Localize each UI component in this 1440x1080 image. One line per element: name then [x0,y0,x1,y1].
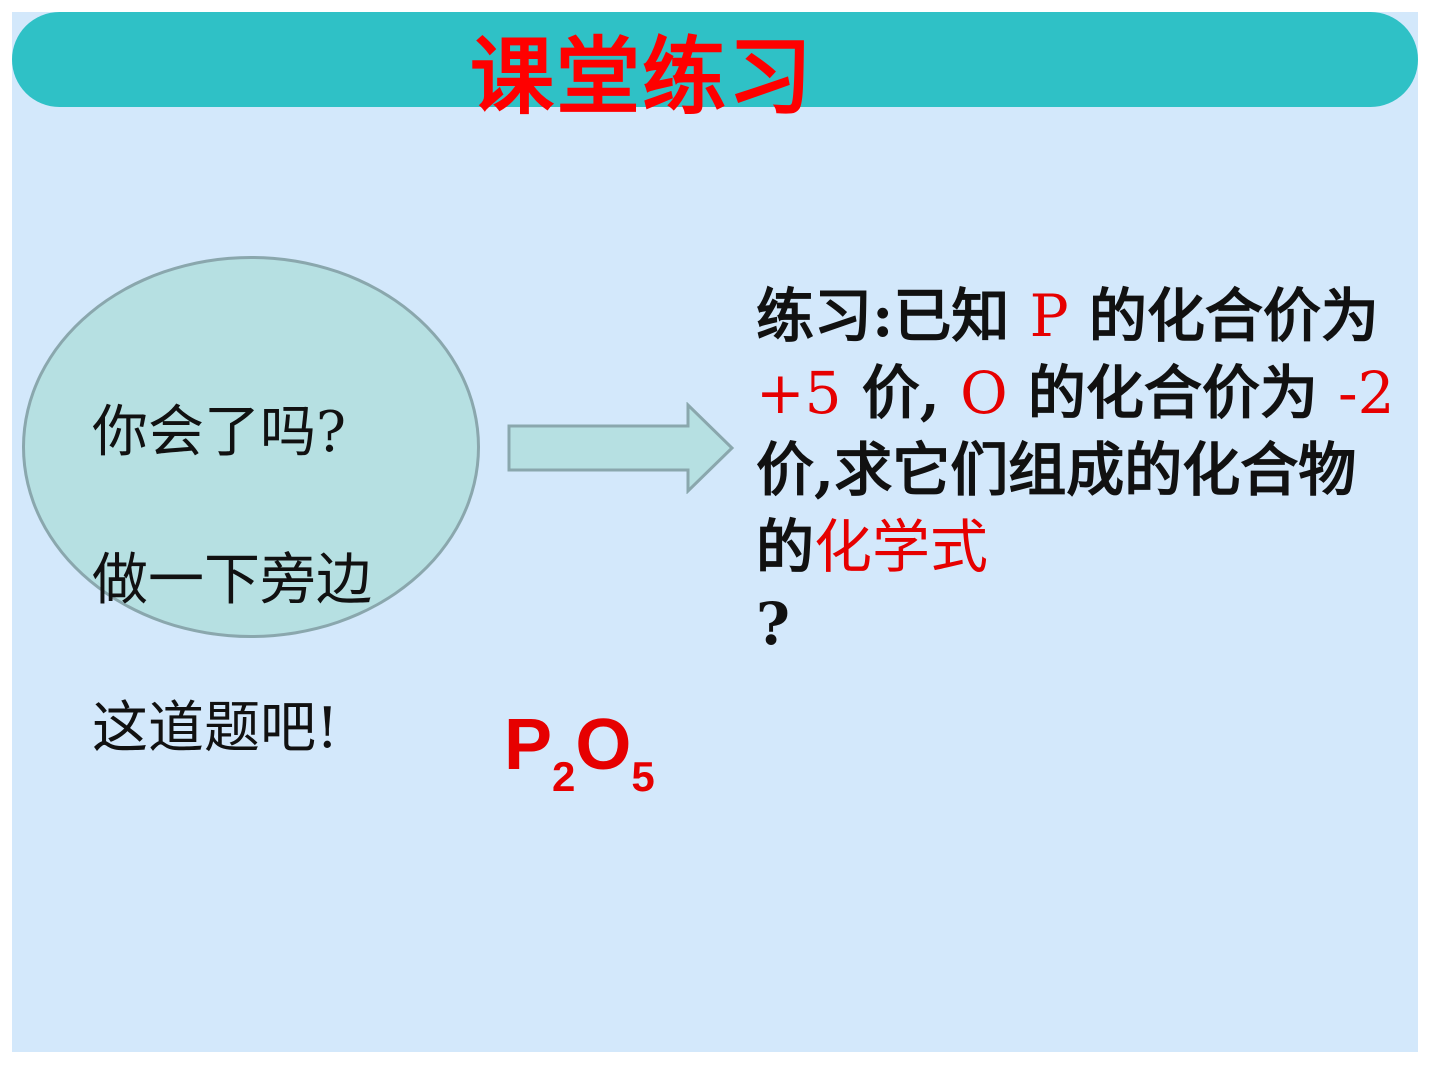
question-text-5: 价,求它们组成的化合物的 [756,436,1357,581]
chemical-formula-highlight: 化学式 [814,513,989,581]
oxygen-valence: -2 [1338,359,1395,427]
exercise-question: 练习:已知 P 的化合价为 +5 价, O 的化合价为 -2 价,求它们组成的化… [756,278,1396,663]
right-arrow-icon [507,402,735,494]
phosphorus-valence: +5 [756,359,842,427]
oxygen-symbol: O [960,359,1008,427]
answer-subscript-5: 5 [631,753,655,800]
answer-element-phosphorus: P [504,705,553,785]
question-mark: ? [756,590,790,658]
answer-subscript-2: 2 [552,753,576,800]
question-text-2: 的化合价为 [1068,282,1379,350]
question-text-3: 价, [841,359,961,427]
question-text-4: 的化合价为 [1007,359,1339,427]
bubble-line-1: 你会了吗? [92,400,347,465]
slide-title: 课堂练习 [470,28,815,126]
bubble-text: 你会了吗? 做一下旁边 这道题吧! [92,322,432,840]
answer-formula: P2O5 [504,700,655,800]
bubble-line-3: 这道题吧! [92,696,339,761]
title-bar [12,12,1418,107]
phosphorus-symbol: P [1029,282,1069,350]
bubble-line-2: 做一下旁边 [92,548,372,613]
speech-bubble [22,256,480,638]
answer-element-oxygen: O [575,705,632,785]
question-text-1: 练习:已知 [756,282,1030,350]
